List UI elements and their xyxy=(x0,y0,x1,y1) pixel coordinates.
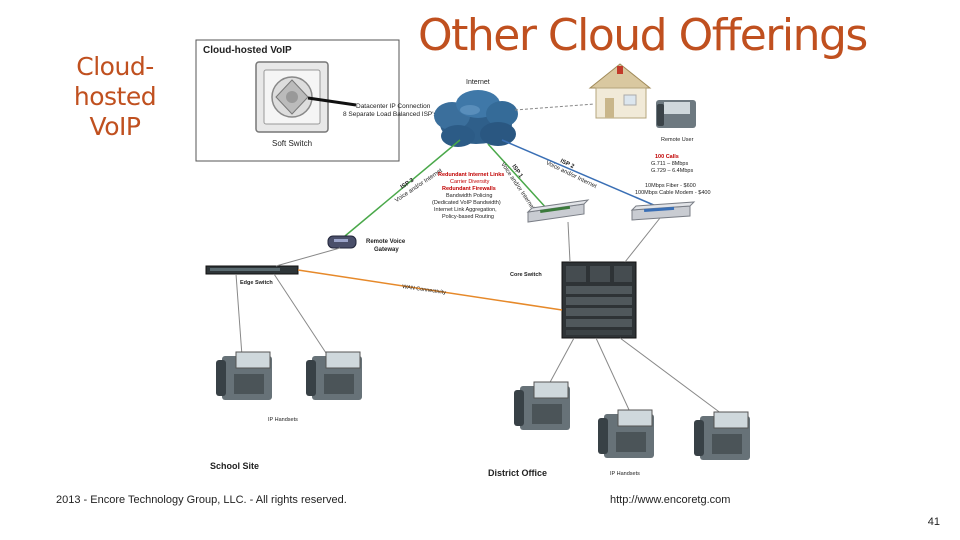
side-title-line-3: VoIP xyxy=(89,112,141,141)
remote-gateway-line-1: Remote Voice xyxy=(366,239,406,245)
feature-black-4: Policy-based Routing xyxy=(442,214,494,220)
soft-switch-icon xyxy=(255,61,329,133)
wan-label: WAN Connectivity xyxy=(402,284,447,296)
core-uplink-1 xyxy=(567,221,571,263)
remote-gateway-line-2: Gateway xyxy=(374,247,399,253)
footer-copyright: 2013 - Encore Technology Group, LLC. - A… xyxy=(56,494,347,506)
feature-red-2: Carrier Diversity xyxy=(450,179,490,185)
isp3-label: ISP 3 Voice and/or Internet xyxy=(394,168,444,204)
edge-phone-link-1 xyxy=(235,273,243,357)
edge-phone-link-2 xyxy=(273,273,329,357)
school-site-label: School Site xyxy=(210,461,259,471)
isp1-link xyxy=(487,143,549,211)
core-uplink-2 xyxy=(624,217,661,263)
page-number: 41 xyxy=(927,516,940,528)
isp2-link xyxy=(501,139,657,207)
school-ip-phone-2-icon xyxy=(306,351,362,400)
isp1-label: ISP 1 Voice and/or Internet xyxy=(499,162,535,212)
soft-switch-label: Soft Switch xyxy=(272,139,312,148)
school-ip-phone-1-icon xyxy=(216,351,272,400)
feature-black-3: Internet Link Aggregation, xyxy=(434,207,497,213)
house-icon xyxy=(588,63,652,119)
remote-voice-gateway-icon xyxy=(327,235,357,249)
bandwidth-line-1: 10Mbps Fiber - $600 xyxy=(645,183,696,189)
datacenter-line-1: Datacenter IP Connection xyxy=(356,103,431,110)
datacenter-line-2: 8 Separate Load Balanced ISP's xyxy=(343,111,438,118)
core-switch-icon xyxy=(561,261,637,339)
home-link xyxy=(514,103,595,111)
isp2-label: ISP 2 Voice and/or Internet xyxy=(545,158,598,190)
district-ip-phone-2-icon xyxy=(598,409,654,458)
remote-user-label: Remote User xyxy=(661,137,694,143)
edge-switch-icon xyxy=(205,265,299,275)
gateway-link xyxy=(275,247,341,267)
firewall-1-icon xyxy=(526,199,590,223)
calls-line-3: G.729 – 6.4Mbps xyxy=(651,168,693,174)
inset-title: Cloud-hosted VoIP xyxy=(203,45,292,56)
district-ip-phone-1-icon xyxy=(514,381,570,430)
internet-cloud-icon xyxy=(434,90,518,147)
core-phone-link-1 xyxy=(547,337,575,387)
feature-black-1: Bandwidth Policing xyxy=(446,193,492,199)
feature-red-3: Redundant Firewalls xyxy=(442,186,496,192)
side-title-line-1: Cloud- xyxy=(76,52,154,81)
feature-black-2: (Dedicated VoIP Bandwidth) xyxy=(432,200,501,206)
isp3-link xyxy=(344,139,461,237)
bandwidth-line-2: 100Mbps Cable Modem - $400 xyxy=(635,190,711,196)
wan-link xyxy=(297,269,563,311)
core-phone-link-3 xyxy=(619,337,723,415)
footer-url[interactable]: http://www.encoretg.com xyxy=(610,494,731,506)
svg-text:WAN Connectivity: WAN Connectivity xyxy=(402,284,447,296)
side-title-line-2: hosted xyxy=(73,82,157,111)
core-phone-link-2 xyxy=(595,337,631,413)
slide-title: Other Cloud Offerings xyxy=(418,10,868,61)
feature-red-1: Redundant Internet Links xyxy=(438,172,504,178)
district-ip-handsets-label: IP Handsets xyxy=(610,471,640,477)
school-ip-handsets-label: IP Handsets xyxy=(268,417,298,423)
internet-label: Internet xyxy=(466,79,490,86)
firewall-2-icon xyxy=(630,201,696,221)
calls-line-1: 100 Calls xyxy=(655,154,679,160)
district-ip-phone-3-icon xyxy=(694,411,750,460)
core-switch-label: Core Switch xyxy=(510,272,542,278)
district-office-label: District Office xyxy=(488,468,547,478)
remote-user-phone-icon xyxy=(656,100,696,128)
calls-line-2: G.711 – 8Mbps xyxy=(651,161,688,167)
side-title: Cloud- hosted VoIP xyxy=(40,52,190,142)
datacenter-link xyxy=(307,96,357,107)
edge-switch-label: Edge Switch xyxy=(240,280,273,286)
